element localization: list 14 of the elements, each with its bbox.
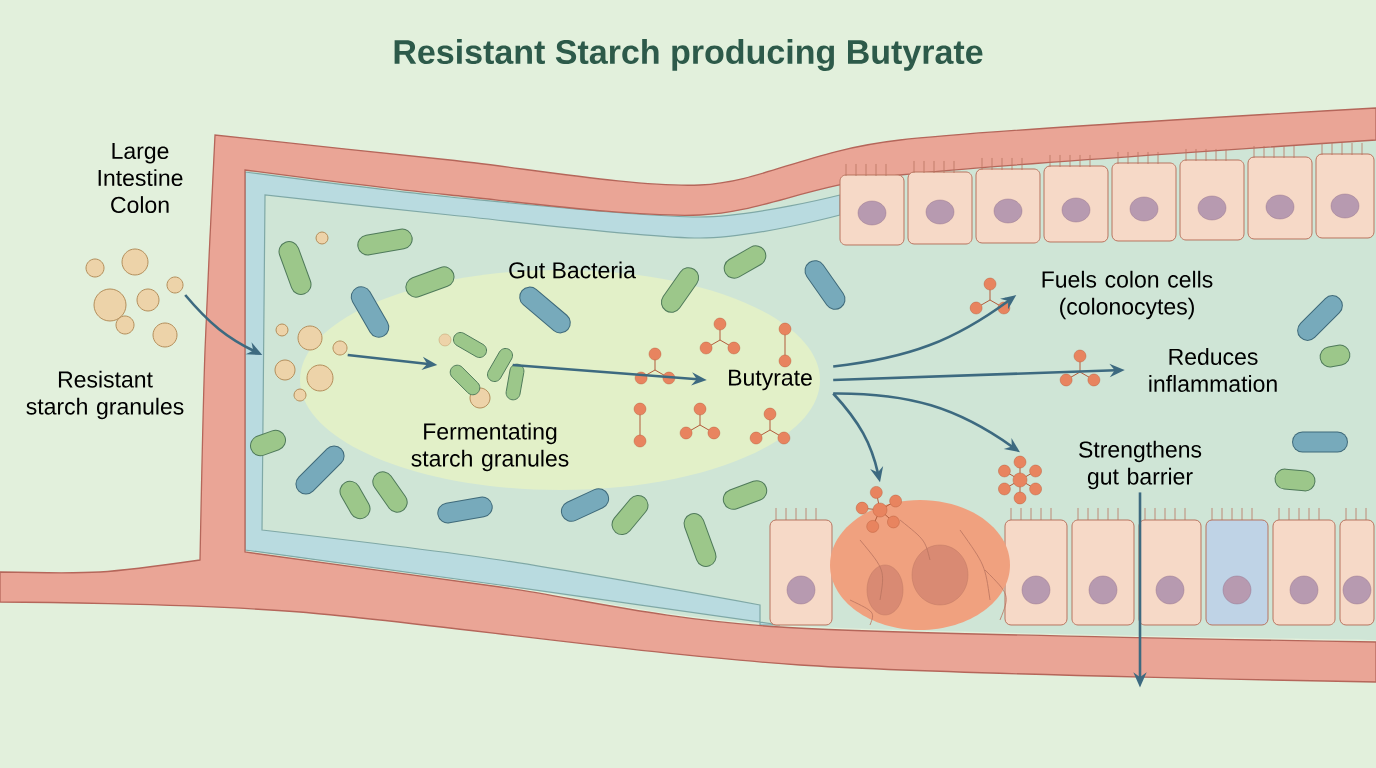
effect-label: Fuels colon cells (colonocytes) [1042, 270, 1213, 320]
title: Resistant Starch producing Butyrate [394, 39, 983, 71]
product-label: Butyrate [729, 369, 812, 391]
molecule-icon [855, 486, 902, 533]
caption-label: Fermentating starch granules [411, 422, 569, 472]
starch-granules-drawing [274, 231, 348, 402]
effect-label: Reduces inflammation [1149, 348, 1277, 392]
fermenting-bacteria-drawing [438, 332, 525, 409]
organ-label: Large Intestine Colon [98, 142, 183, 213]
molecule-icon [998, 455, 1042, 505]
bacteria-label: Gut Bacteria [509, 261, 636, 279]
caption-label: Resistant starch granules [26, 370, 184, 420]
starch-granules-drawing [85, 248, 184, 348]
effect-label: Strengthens gut barrier [1079, 440, 1202, 490]
